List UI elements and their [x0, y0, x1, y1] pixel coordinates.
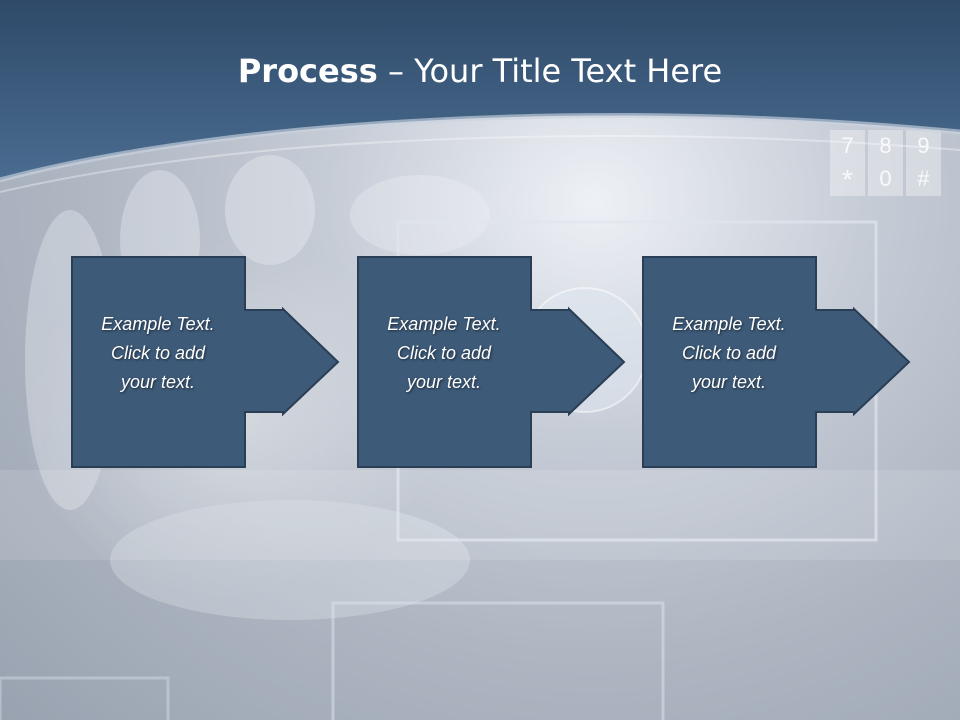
keypad-key: 8 [879, 133, 892, 158]
step-text[interactable]: Example Text. Click to add your text. [642, 310, 816, 397]
keypad-frame [830, 130, 941, 196]
keypad-key: * [842, 164, 853, 195]
keypad-key: # [917, 166, 930, 191]
step-line: your text. [406, 372, 482, 392]
arrow-shape [357, 256, 626, 468]
step-text[interactable]: Example Text. Click to add your text. [71, 310, 245, 397]
step-line: Example Text. [101, 314, 215, 334]
step-line: Example Text. [387, 314, 501, 334]
title-banner [0, 0, 960, 180]
step-line: your text. [120, 372, 196, 392]
step-line: Example Text. [672, 314, 786, 334]
step-line: Click to add [681, 343, 777, 363]
step-text[interactable]: Example Text. Click to add your text. [357, 310, 531, 397]
step-line: Click to add [110, 343, 206, 363]
step-line: your text. [691, 372, 767, 392]
keypad-key: 7 [841, 133, 854, 158]
keypad-key: 0 [879, 166, 892, 191]
step-line: Click to add [396, 343, 492, 363]
title-rest-part: – Your Title Text Here [377, 52, 723, 90]
process-step-2[interactable]: Example Text. Click to add your text. [357, 256, 626, 468]
arrow-shape [71, 256, 340, 468]
process-step-3[interactable]: Example Text. Click to add your text. [642, 256, 911, 468]
screen-frame-lower [331, 601, 665, 720]
title-bold-part: Process [237, 52, 378, 90]
arrow-shape [642, 256, 911, 468]
slide-title[interactable]: Process – Your Title Text Here [0, 52, 960, 90]
keypad-key: 9 [917, 133, 930, 158]
process-step-1[interactable]: Example Text. Click to add your text. [71, 256, 340, 468]
